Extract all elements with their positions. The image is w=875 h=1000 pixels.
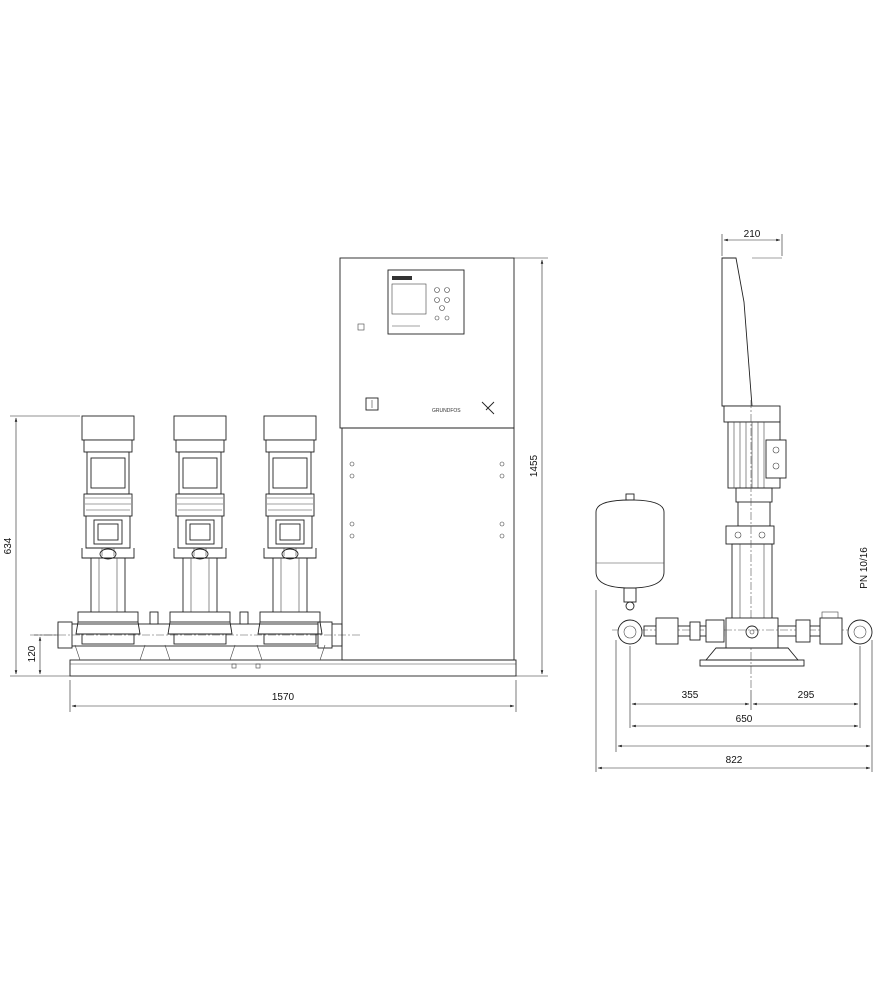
pump-3 (257, 415, 323, 645)
cabinet-side (721, 257, 753, 407)
pump-1 (75, 415, 141, 645)
dim-base-height: 120 (27, 645, 38, 662)
dim-total-height: 1455 (529, 454, 540, 477)
pressure-vessel (595, 499, 665, 589)
dim-right-offset: 295 (798, 690, 815, 701)
pump-2 (167, 415, 233, 645)
valve-left (617, 619, 643, 645)
dim-manifold-length: 650 (736, 714, 753, 725)
dim-left-offset: 355 (682, 690, 699, 701)
pressure-rating-label: PN 10/16 (859, 547, 870, 589)
dim-manifold-height: 634 (3, 537, 14, 554)
main-switch (365, 397, 379, 411)
valve-right (847, 619, 873, 645)
dim-total-width: 1570 (272, 692, 295, 703)
dim-cabinet-depth: 210 (744, 229, 761, 240)
dim-overall-depth: 822 (726, 755, 743, 766)
brand-logo: GRUNDFOS (432, 408, 461, 414)
side-view: 210 (595, 229, 873, 772)
front-view: GRUNDFOS 1570 634 120 1455 (3, 257, 548, 712)
